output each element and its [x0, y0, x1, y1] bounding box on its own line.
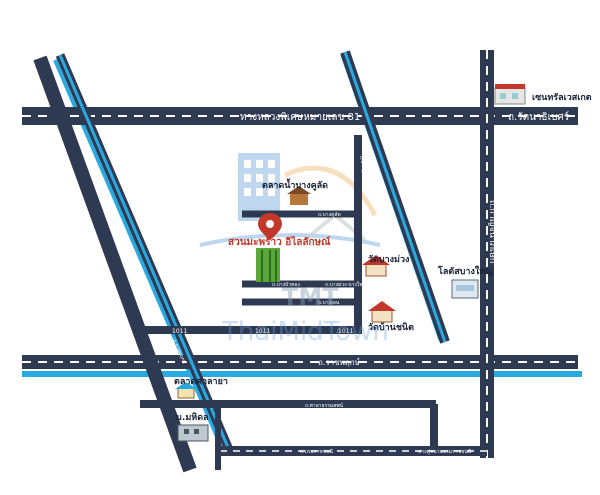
watermark-text: ThaiMidTown — [221, 317, 389, 347]
bang-len-label: ถ.บางเลน — [318, 300, 340, 306]
sala-road-label: ถ.ศาลาธรรมสพน์ — [305, 402, 344, 409]
ratchaphruek-label: ถ.ราชพฤกษ์ — [318, 357, 360, 367]
temple-icon-2 — [368, 301, 396, 323]
bang-muang-bang-yai-label: ถ.บางม่วง-บางใหญ่ — [325, 281, 367, 288]
central-westgate-icon — [494, 84, 526, 105]
palm-trees-icon — [256, 248, 280, 282]
road-1011-a-label: 1011 — [172, 328, 187, 335]
bang-kulat-label: ถ.บางคูลัด — [318, 212, 341, 218]
market-icon — [175, 382, 197, 399]
location-pin-icon — [258, 213, 282, 240]
boromrat-label: ถ.บรมราชชนนี — [300, 448, 333, 455]
road-1011-c-label: 1011 — [338, 328, 353, 335]
mahidol-label: ม.มหิดล — [176, 412, 209, 423]
rattanathibet-label: ถ.รัตนาธิเบศร์ — [508, 111, 570, 123]
bang-kulat-loop-label: ถ.บางคูลัด — [358, 155, 368, 178]
wat-bang-muang-label: วัดบางม่วง — [368, 254, 409, 265]
bang-bua-thong-label: ถ.บางบัวทอง — [272, 282, 300, 288]
central-westgate-label: เซนทรัลเวสเกต — [532, 92, 592, 103]
boromrat-parallel-label: ทางคู่ขนานบรมราชชนนี — [418, 448, 472, 455]
floating-market-icon — [287, 186, 311, 205]
kanchanaphisek-label: ถ.กาญจนาภิเษก — [487, 200, 498, 263]
shopping-mall-icon — [451, 279, 479, 299]
wat-ban-chanit-label: วัดบ้านชนิต — [368, 322, 414, 333]
watermark-small: TMT — [282, 283, 339, 311]
temple-icon — [362, 255, 390, 277]
university-icon — [177, 424, 209, 442]
sala-market-label: ตลาดศาลายา — [174, 377, 228, 387]
landmarks: เซนทรัลเวสเกต ตลาดน้ำบางคูลัด สวนมะพร้าว… — [174, 84, 592, 442]
bang-kulat-market-label: ตลาดน้ำบางคูลัด — [262, 178, 328, 191]
project-label: สวนมะพร้าว อิไลลักษณ์ — [228, 235, 331, 248]
lotus-bang-yai-label: โลตัสบางใหญ่ — [437, 265, 493, 277]
roads — [22, 50, 578, 473]
highway-label: ทางหลวงพิเศษหมายเลข 81 — [240, 112, 360, 123]
road-1011-b-label: 1011 — [255, 328, 270, 335]
